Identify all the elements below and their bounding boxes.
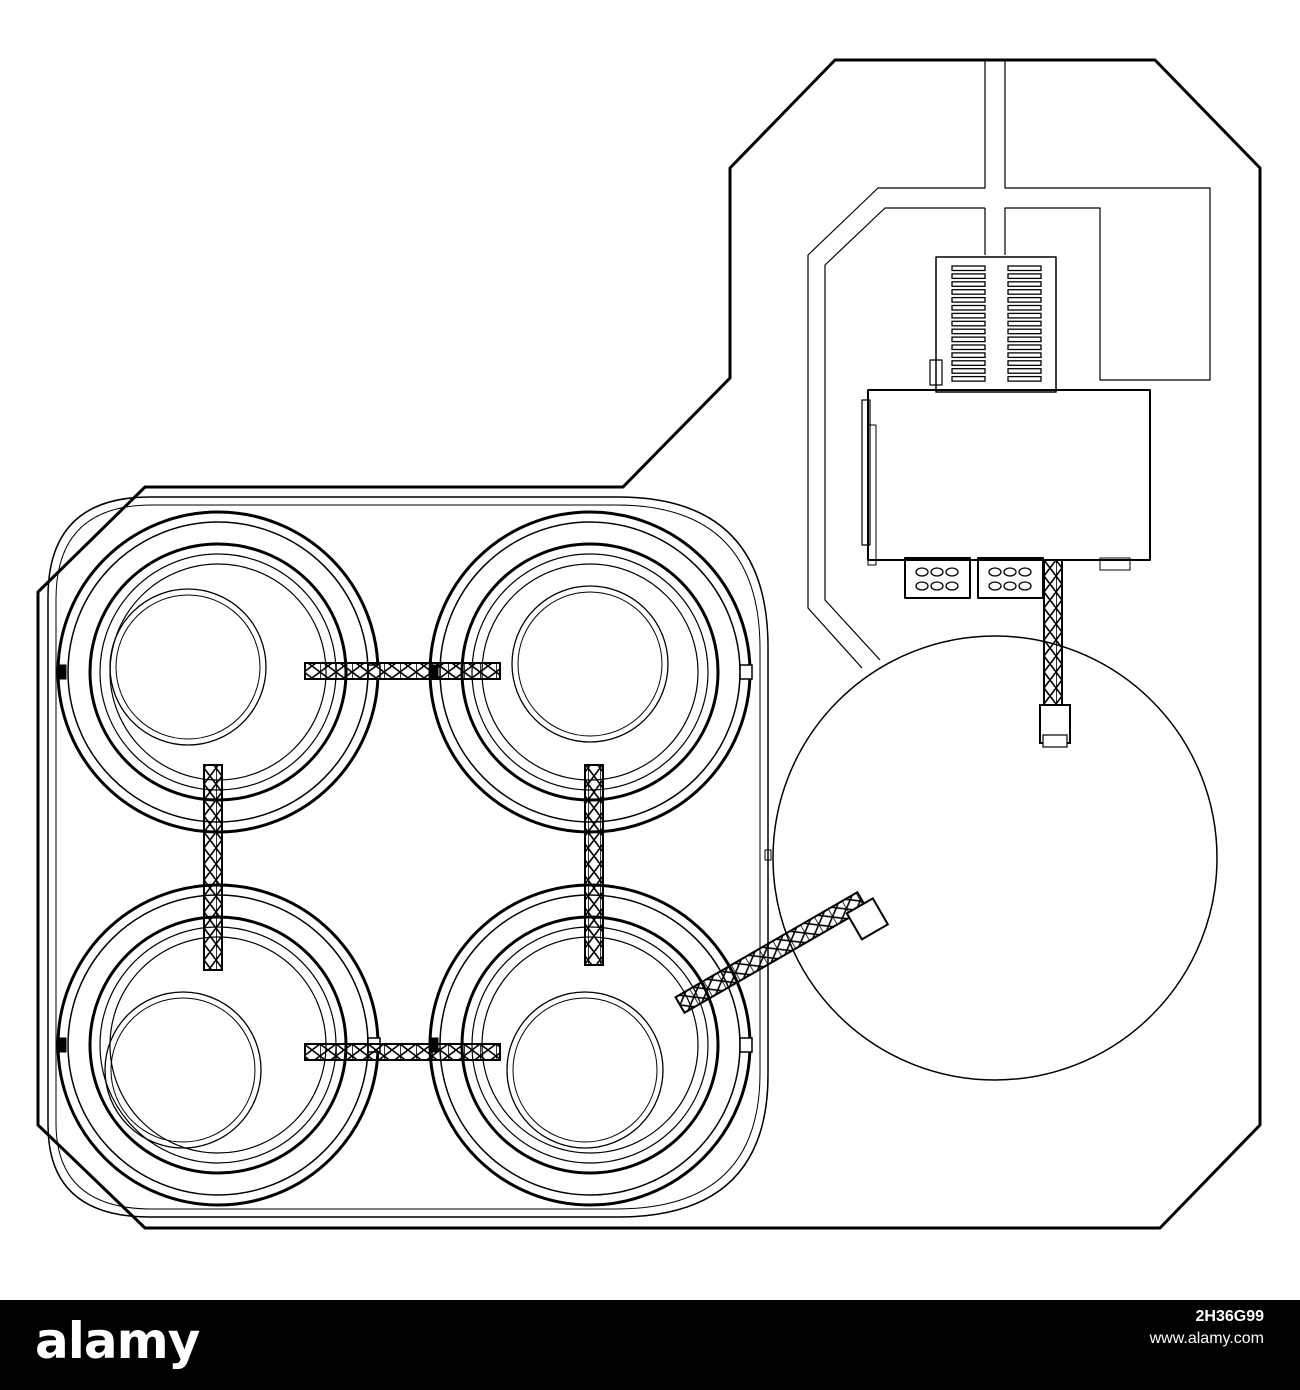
main-building <box>867 389 1151 561</box>
vent-slot <box>1007 281 1042 287</box>
vent-slot <box>951 296 986 303</box>
building-annex <box>935 256 1057 393</box>
tank-pad-outline-inner <box>55 504 761 1210</box>
vent-slot <box>1007 296 1042 303</box>
vent-slot <box>1007 304 1042 311</box>
vent-slot <box>1007 344 1042 351</box>
vent-slot <box>951 344 986 351</box>
roof-vents <box>915 265 1042 591</box>
vent-slot <box>1007 312 1042 319</box>
vent-slot <box>951 336 986 343</box>
vent-slot <box>951 368 986 374</box>
access-road <box>807 60 986 669</box>
image-id: 2H36G99 <box>1195 1308 1265 1325</box>
truss-bridge <box>674 890 868 1015</box>
pump-unit <box>988 581 1002 591</box>
truss-bridge <box>584 764 604 966</box>
pump-unit <box>988 567 1002 577</box>
pump-unit <box>930 581 944 591</box>
pump-unit <box>945 581 959 591</box>
truss-bridge <box>1043 559 1063 711</box>
vent-slot <box>1007 328 1042 335</box>
truss-bridge <box>304 1043 501 1061</box>
pump-unit <box>915 581 929 591</box>
site-url: www.alamy.com <box>1149 1329 1264 1347</box>
vent-slot <box>951 360 986 366</box>
pump-unit <box>1003 567 1017 577</box>
truss-bridge <box>304 662 501 680</box>
truss-bridge <box>203 764 223 971</box>
pump-unit <box>945 567 959 577</box>
vent-slot <box>1007 360 1042 366</box>
vent-slot <box>1007 336 1042 343</box>
vent-slot <box>951 352 986 359</box>
vent-slot <box>1007 265 1042 272</box>
pump-unit <box>1003 581 1017 591</box>
site-plan <box>36 58 1262 1230</box>
vent-slot <box>951 312 986 319</box>
vent-slot <box>1007 368 1042 374</box>
pump-unit <box>915 567 929 577</box>
tank-pad-outline <box>47 496 769 1218</box>
vent-slot <box>1007 273 1042 280</box>
vent-slot <box>1007 289 1042 295</box>
vent-slot <box>1007 320 1042 327</box>
watermark-text: 2H36G99 www.alamy.com <box>1150 1306 1264 1349</box>
diagram-canvas <box>36 58 1262 1230</box>
access-road-edge <box>1004 60 1211 381</box>
watermark-bar: alamy 2H36G99 www.alamy.com <box>0 1300 1300 1390</box>
pump-unit <box>1018 567 1032 577</box>
brand-logo: alamy <box>35 1312 200 1370</box>
access-road-edge-2 <box>824 207 986 661</box>
conveyor-head-lower <box>845 897 890 941</box>
vent-slot <box>951 328 986 335</box>
pump-unit <box>930 567 944 577</box>
large-storage-tank <box>772 635 1218 1081</box>
vent-slot <box>951 304 986 311</box>
vent-slot <box>951 281 986 287</box>
site-boundary <box>36 58 1262 1230</box>
pump-unit <box>1018 581 1032 591</box>
vent-slot <box>1007 352 1042 359</box>
vent-slot <box>951 265 986 272</box>
vent-slot <box>951 320 986 327</box>
vent-slot <box>951 273 986 280</box>
vent-slot <box>951 375 986 382</box>
vent-slot <box>1007 375 1042 382</box>
vent-slot <box>951 289 986 295</box>
